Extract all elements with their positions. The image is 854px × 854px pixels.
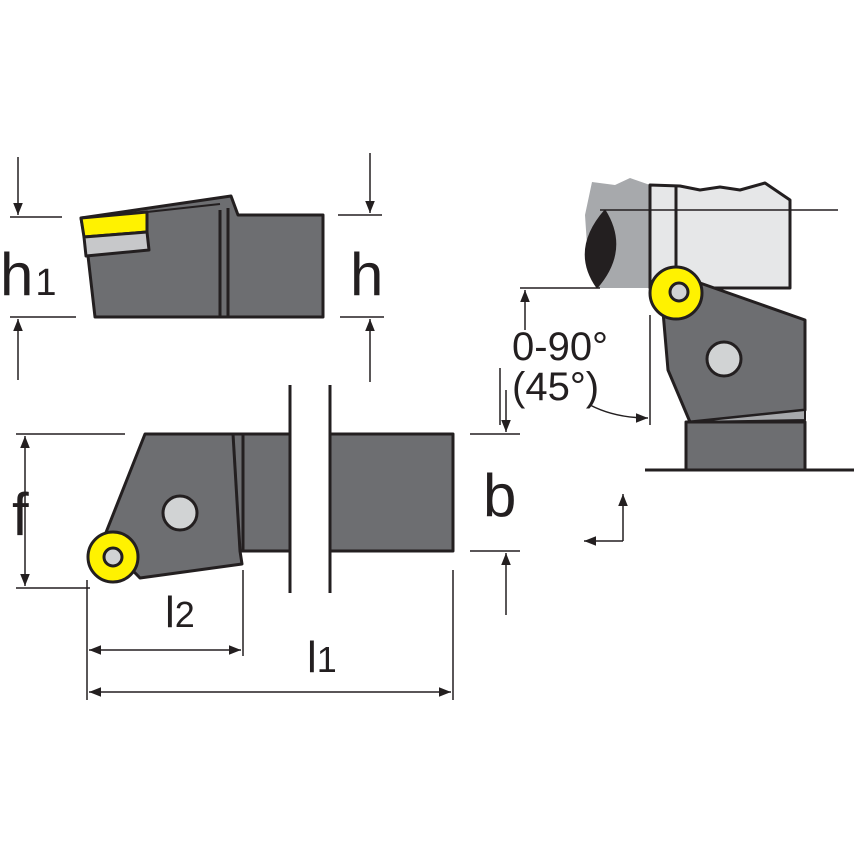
dimension-h1 [10, 157, 76, 380]
dimension-l2 [86, 570, 244, 700]
holder-body-top [101, 432, 455, 580]
label-l1: l1 [307, 633, 337, 682]
dimension-angle [499, 287, 651, 425]
clamp-screw-top [161, 494, 199, 532]
dimension-b [470, 390, 520, 615]
section-break [290, 420, 330, 565]
insert-hole-top [102, 546, 124, 568]
label-h1: h1 [0, 241, 57, 308]
label-angle-range: 0-90° [512, 325, 608, 369]
axes-indicator [584, 494, 628, 546]
label-angle-default: (45°) [512, 365, 599, 409]
dimension-f [16, 433, 125, 589]
insert-seat-side [82, 230, 151, 258]
label-b: b [483, 462, 516, 529]
top-view [86, 385, 455, 593]
dimension-l1 [89, 570, 454, 700]
dimension-h [338, 153, 384, 382]
label-h: h [350, 241, 383, 308]
front-view [584, 178, 854, 472]
label-l2: l2 [165, 588, 195, 637]
clamp-screw-front [705, 340, 743, 378]
label-f: f [12, 481, 29, 548]
shank-front [684, 420, 807, 472]
insert-hole-front [668, 281, 690, 303]
side-view [79, 194, 325, 319]
